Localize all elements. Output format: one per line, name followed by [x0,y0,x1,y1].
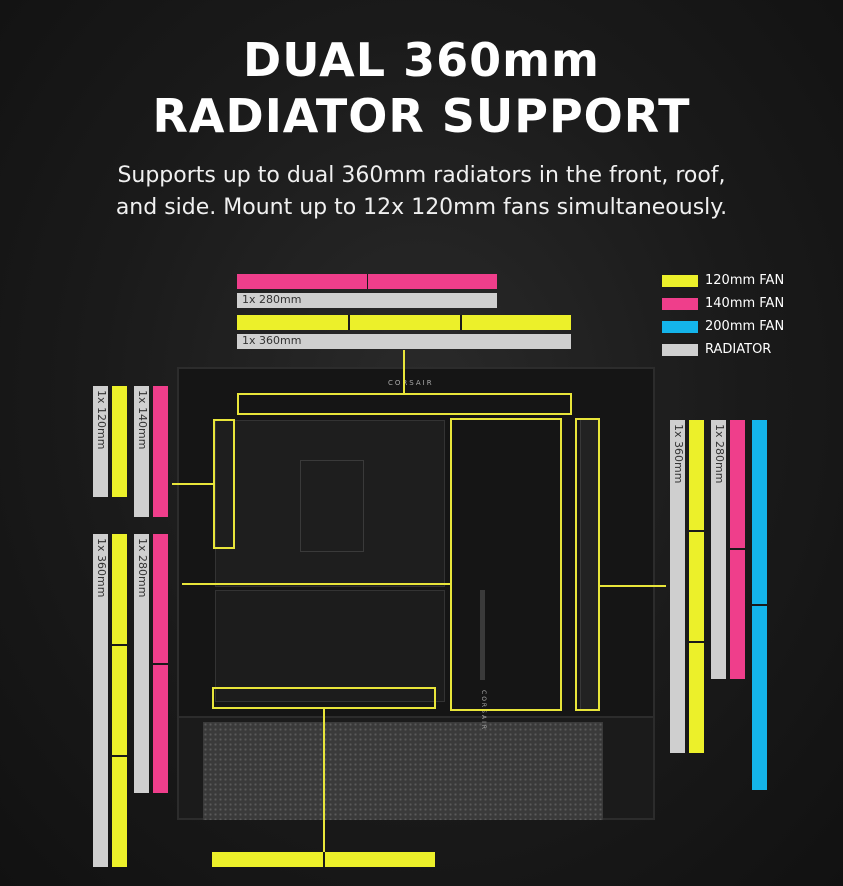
rear-140mm-fan-bar [153,386,168,517]
callout-line-rear [172,483,214,485]
page-title-line1: DUAL 360mm [243,33,600,87]
subtitle-line1: Supports up to dual 360mm radiators in t… [117,163,726,188]
legend-swatch-gray [662,344,698,356]
front-mesh-panel [203,722,603,820]
front-360mm-radiator-bar: 1x 360mm [670,420,685,753]
callout-line-bottom [323,708,325,853]
subtitle-line2: and side. Mount up to 12x 120mm fans sim… [115,195,728,220]
segment-divider [112,644,127,646]
front-fan-column [580,420,599,710]
rear-mount-outline [213,419,235,549]
segment-divider [730,548,745,550]
segment-divider [752,604,767,606]
roof-mount-outline [237,393,572,415]
front-mount-outline [575,418,600,711]
segment-divider [689,530,704,532]
legend-swatch-blue [662,321,698,333]
rear-120mm-radiator-bar: 1x 120mm [93,386,108,497]
segment-divider [112,755,127,757]
side-280mm-radiator-bar: 1x 280mm [134,534,149,793]
segment-divider [153,663,168,665]
motherboard-tray-upper [215,420,445,587]
callout-line-front [598,585,666,587]
segment-divider [348,315,350,330]
bottom-mount-outline [212,687,436,709]
top-120mm-fans-bar [237,315,571,330]
legend-label: RADIATOR [705,342,772,357]
rear-140mm-radiator-bar: 1x 140mm [134,386,149,517]
callout-line-roof [403,350,405,394]
legend-label: 140mm FAN [705,296,785,311]
case-brand-top: CORSAIR [388,379,434,387]
rear-120mm-fan-bar [112,386,127,497]
legend-label: 200mm FAN [705,319,785,334]
top-360mm-radiator-bar: 1x 360mm [237,334,571,349]
legend-swatch-yellow [662,275,698,287]
side-mount-outline [450,418,562,711]
legend-label: 120mm FAN [705,273,785,288]
front-280mm-radiator-bar: 1x 280mm [711,420,726,679]
side-120mm-fans-bar [112,534,127,867]
segment-divider [689,641,704,643]
segment-divider [460,315,462,330]
page-title-line2: RADIATOR SUPPORT [152,89,691,143]
motherboard-tray-lower [215,590,445,702]
vertical-gpu-bracket [480,590,485,680]
callout-line-side [182,583,452,585]
segment-divider [367,274,368,289]
cpu-cutout [300,460,364,552]
front-120mm-fans-bar [689,420,704,753]
side-360mm-radiator-bar: 1x 360mm [93,534,108,867]
top-280mm-radiator-bar: 1x 280mm [237,293,497,308]
legend-swatch-pink [662,298,698,310]
segment-divider [323,852,325,867]
